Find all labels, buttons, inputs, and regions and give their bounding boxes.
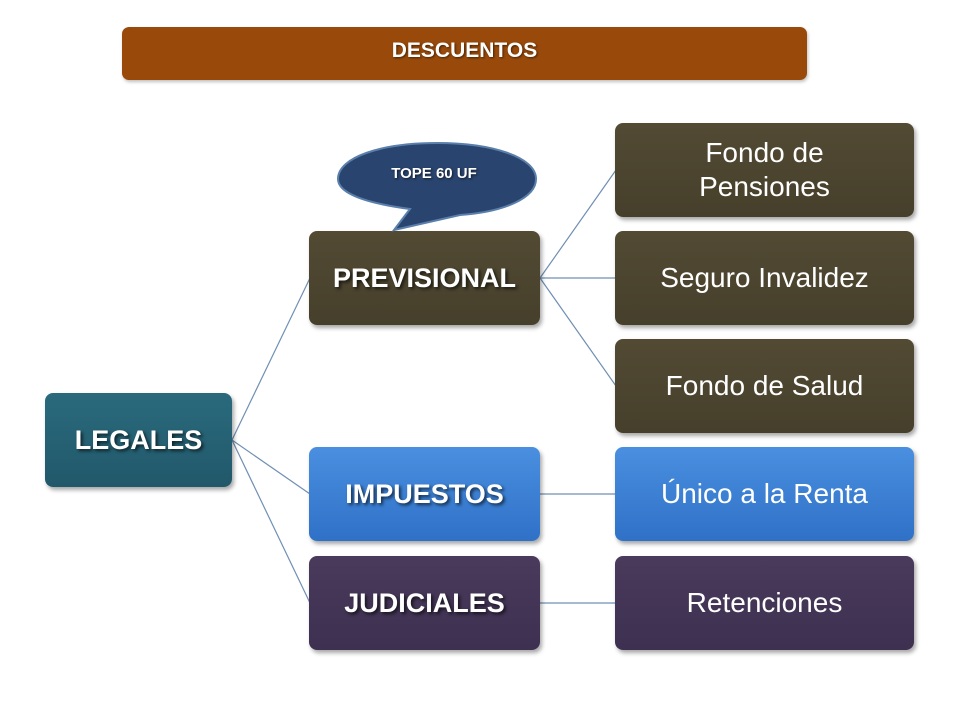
node-legales: LEGALES bbox=[45, 393, 232, 487]
connector-legales-impuestos bbox=[231, 439, 311, 495]
connector-legales-judiciales bbox=[231, 439, 311, 604]
node-fondo-pensiones-label: Fondo de Pensiones bbox=[699, 137, 830, 202]
node-fondo-salud-label: Fondo de Salud bbox=[665, 370, 864, 402]
connector-previsional-pensiones bbox=[539, 169, 617, 279]
node-seguro-invalidez-label: Seguro Invalidez bbox=[660, 262, 869, 294]
node-previsional-label: PREVISIONAL bbox=[332, 262, 517, 293]
node-impuestos-label: IMPUESTOS bbox=[345, 478, 504, 509]
node-judiciales: JUDICIALES bbox=[309, 556, 540, 650]
node-previsional: PREVISIONAL bbox=[309, 231, 540, 325]
node-unico-renta-label: Único a la Renta bbox=[660, 478, 868, 510]
node-judiciales-label: JUDICIALES bbox=[344, 587, 505, 618]
connector-legales-previsional bbox=[231, 277, 311, 441]
node-seguro-invalidez: Seguro Invalidez bbox=[615, 231, 914, 325]
node-fondo-pensiones: Fondo de Pensiones bbox=[615, 123, 914, 217]
speech-bubble-icon bbox=[336, 141, 538, 232]
callout-label: TOPE 60 UF bbox=[391, 165, 477, 182]
diagram-title-text: DESCUENTOS bbox=[391, 39, 538, 62]
node-unico-renta: Único a la Renta bbox=[615, 447, 914, 541]
node-retenciones: Retenciones bbox=[615, 556, 914, 650]
node-retenciones-label: Retenciones bbox=[686, 587, 843, 619]
node-fondo-salud: Fondo de Salud bbox=[615, 339, 914, 433]
node-legales-label: LEGALES bbox=[74, 424, 203, 455]
diagram-title: DESCUENTOS bbox=[122, 27, 807, 80]
connector-previsional-salud bbox=[539, 277, 617, 387]
node-impuestos: IMPUESTOS bbox=[309, 447, 540, 541]
